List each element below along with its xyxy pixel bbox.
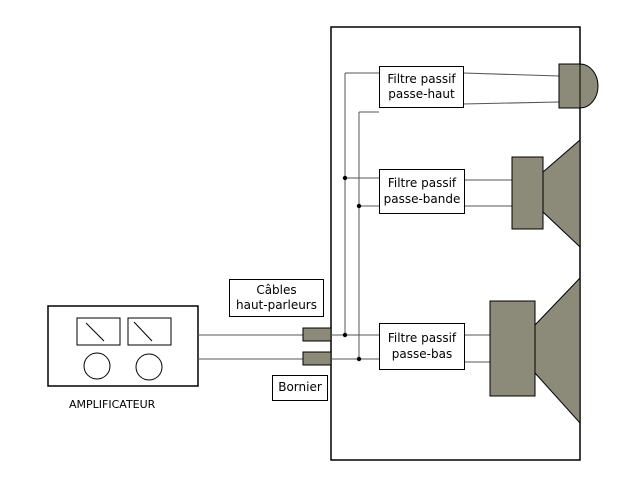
filter-low-pass: Filtre passif passe-bas — [379, 323, 465, 370]
junction-dots — [342, 175, 362, 362]
speaker-cables — [198, 334, 303, 360]
tweeter — [558, 63, 599, 109]
terminal-bottom — [302, 351, 332, 366]
midrange-driver — [511, 138, 581, 249]
bornier-label: Bornier — [278, 380, 322, 394]
filter-band-pass: Filtre passif passe-bande — [379, 169, 465, 214]
internal-wiring — [331, 72, 560, 363]
filter-low-pass-label-2: passe-bas — [391, 347, 453, 361]
knob-right — [135, 353, 163, 381]
vu-meter-right — [127, 317, 172, 346]
filter-high-pass-label-2: passe-haut — [388, 87, 455, 101]
terminal-top — [302, 327, 332, 342]
bornier-label-box: Bornier — [272, 375, 328, 401]
filter-band-pass-label-1: Filtre passif — [387, 176, 457, 190]
vu-meter-left — [76, 317, 121, 346]
woofer-driver — [489, 276, 581, 425]
filter-band-pass-label-2: passe-bande — [383, 192, 461, 206]
amplifier — [47, 305, 199, 387]
filter-high-pass-label-1: Filtre passif — [387, 72, 456, 86]
cables-label-1: Câbles — [256, 283, 297, 297]
cables-label-2: haut-parleurs — [235, 298, 317, 312]
knob-left — [83, 352, 111, 380]
filter-high-pass: Filtre passif passe-haut — [379, 66, 464, 108]
filter-low-pass-label-1: Filtre passif — [387, 331, 457, 345]
cables-label-box: Câbles haut-parleurs — [229, 279, 324, 317]
amplifier-caption: AMPLIFICATEUR — [69, 398, 156, 411]
